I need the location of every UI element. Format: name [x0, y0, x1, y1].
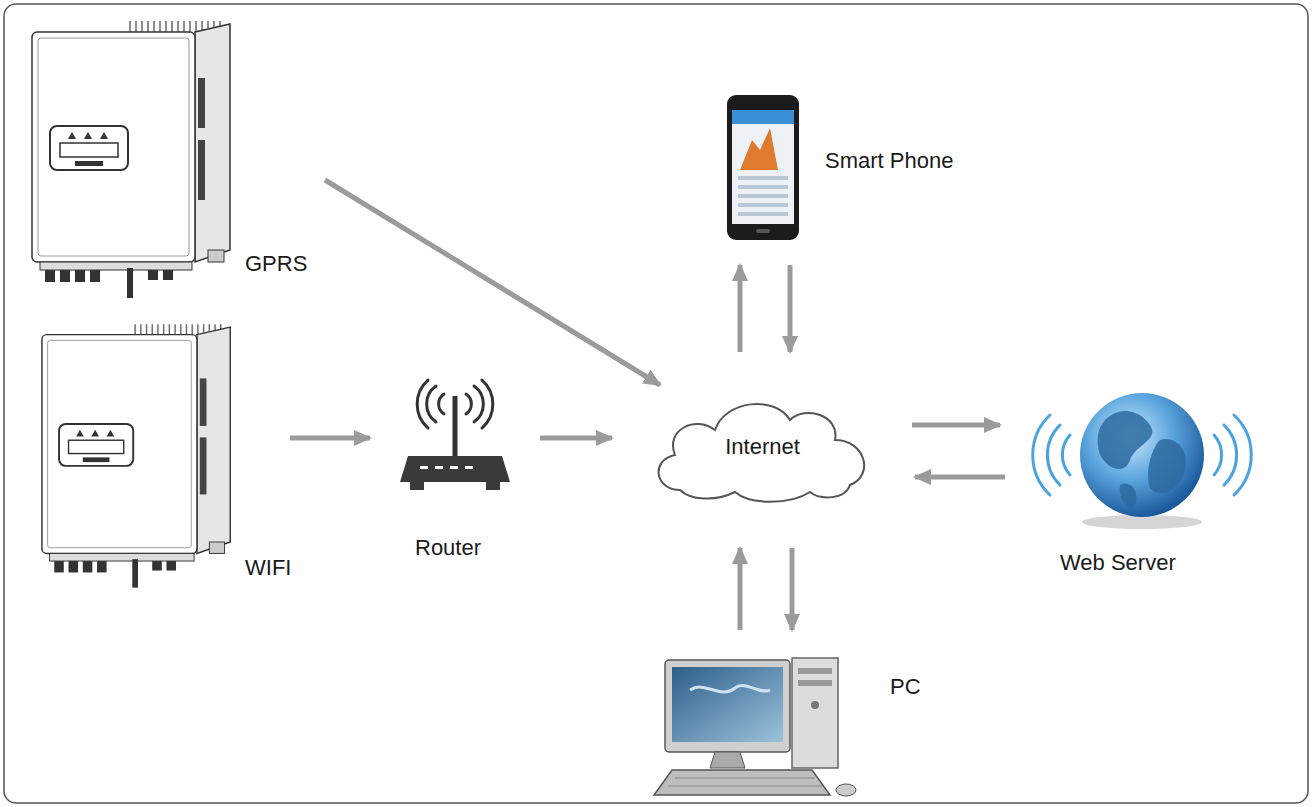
- node-label: PC: [890, 674, 921, 700]
- flow-arrow: [912, 423, 1000, 428]
- pc: PC: [660, 652, 860, 800]
- inverter: WIFI: [40, 292, 235, 617]
- node-label: Web Server: [1060, 550, 1176, 576]
- node-label: Internet: [725, 434, 800, 460]
- web-server: Web Server: [1035, 385, 1250, 525]
- flow-arrow: [790, 548, 795, 630]
- internet-cloud: Internet: [650, 390, 875, 505]
- node-label: Smart Phone: [825, 148, 953, 174]
- flow-arrow: [290, 436, 370, 441]
- router: Router: [398, 375, 510, 500]
- inverter: GPRS: [30, 18, 235, 298]
- node-label: Router: [415, 535, 481, 561]
- node-label: WIFI: [245, 555, 291, 581]
- node-label: GPRS: [245, 251, 307, 277]
- flow-arrow: [788, 265, 793, 352]
- smartphone: Smart Phone: [727, 95, 799, 240]
- flow-arrow: [915, 475, 1005, 480]
- flow-arrow: [325, 180, 660, 385]
- flow-arrow: [738, 265, 743, 352]
- flow-arrow: [540, 436, 612, 441]
- flow-arrow: [738, 548, 743, 630]
